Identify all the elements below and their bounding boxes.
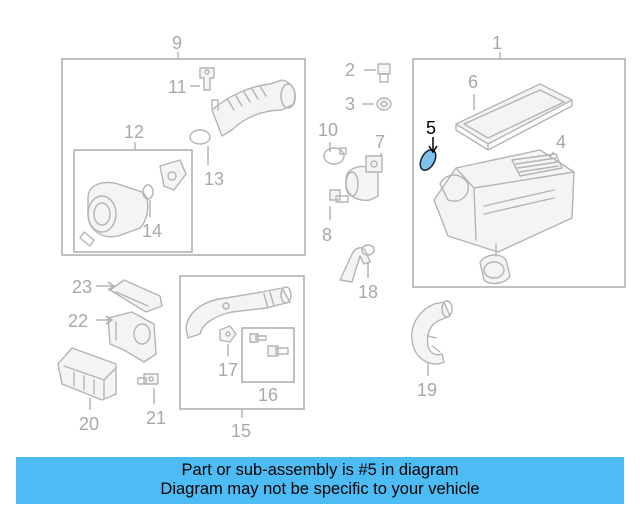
info-banner: Part or sub-assembly is #5 in diagram Di… (16, 457, 624, 504)
part-12-throttle-body[interactable] (79, 181, 149, 247)
part-20-resonator[interactable] (57, 347, 117, 401)
callout-5[interactable]: 5 (426, 118, 436, 138)
part-19-hose[interactable] (411, 300, 453, 365)
callout-8[interactable]: 8 (322, 225, 332, 245)
part-14-o-ring[interactable] (142, 184, 154, 200)
callout-2[interactable]: 2 (345, 60, 355, 80)
callout-6[interactable]: 6 (468, 72, 478, 92)
callout-14[interactable]: 14 (142, 221, 162, 241)
callout-20[interactable]: 20 (79, 414, 99, 434)
part-8-bolt[interactable] (329, 189, 349, 203)
callout-22[interactable]: 22 (68, 311, 88, 331)
part-17-clip[interactable] (219, 325, 237, 343)
group-1-frame (412, 58, 626, 288)
callout-13[interactable]: 13 (204, 169, 224, 189)
part-3-grommet[interactable] (376, 97, 392, 111)
part-7-mass-air-flow-sensor[interactable] (345, 155, 383, 201)
callout-4[interactable]: 4 (556, 132, 566, 152)
callout-18[interactable]: 18 (358, 282, 378, 302)
banner-line-2: Diagram may not be specific to your vehi… (160, 480, 480, 498)
part-2-bolt[interactable] (377, 63, 391, 83)
callout-17[interactable]: 17 (218, 360, 238, 380)
part-4-air-cleaner-housing[interactable] (433, 149, 575, 285)
callout-11[interactable]: 11 (168, 77, 187, 97)
callout-15[interactable]: 15 (231, 421, 251, 441)
banner-line-1: Part or sub-assembly is #5 in diagram (181, 461, 459, 479)
callout-21[interactable]: 21 (146, 408, 166, 428)
part-16-bolts[interactable] (249, 333, 289, 357)
group-9-frame (61, 58, 306, 256)
part-5-gasket-highlighted[interactable] (417, 137, 439, 173)
callout-23[interactable]: 23 (72, 277, 92, 297)
group-12-frame (73, 149, 193, 253)
callout-9[interactable]: 9 (172, 33, 182, 53)
part-11-clip[interactable] (199, 67, 215, 91)
part-13-gasket[interactable] (189, 129, 211, 145)
callout-16[interactable]: 16 (258, 385, 278, 405)
callout-19[interactable]: 19 (417, 380, 437, 400)
group-16-frame (241, 327, 295, 383)
part-6-air-filter[interactable] (455, 83, 573, 151)
part-21-bolt[interactable] (137, 373, 159, 385)
part-intake-duct-hose[interactable] (211, 79, 296, 137)
part-10-clamp[interactable] (323, 147, 347, 165)
part-22-duct[interactable] (107, 311, 157, 363)
parts-diagram: 9 11 13 12 14 2 3 10 (57, 33, 626, 441)
part-5-shape[interactable] (417, 147, 439, 173)
part-18-bracket[interactable] (339, 244, 375, 283)
part-15-intake-tube[interactable] (185, 286, 292, 339)
part-23-cover[interactable] (109, 279, 163, 313)
callout-10[interactable]: 10 (318, 120, 338, 140)
callout-12[interactable]: 12 (124, 122, 144, 142)
part-12-sensor[interactable] (159, 159, 187, 191)
callout-1[interactable]: 1 (492, 33, 502, 53)
callout-3[interactable]: 3 (345, 94, 355, 114)
callout-7[interactable]: 7 (375, 132, 385, 152)
